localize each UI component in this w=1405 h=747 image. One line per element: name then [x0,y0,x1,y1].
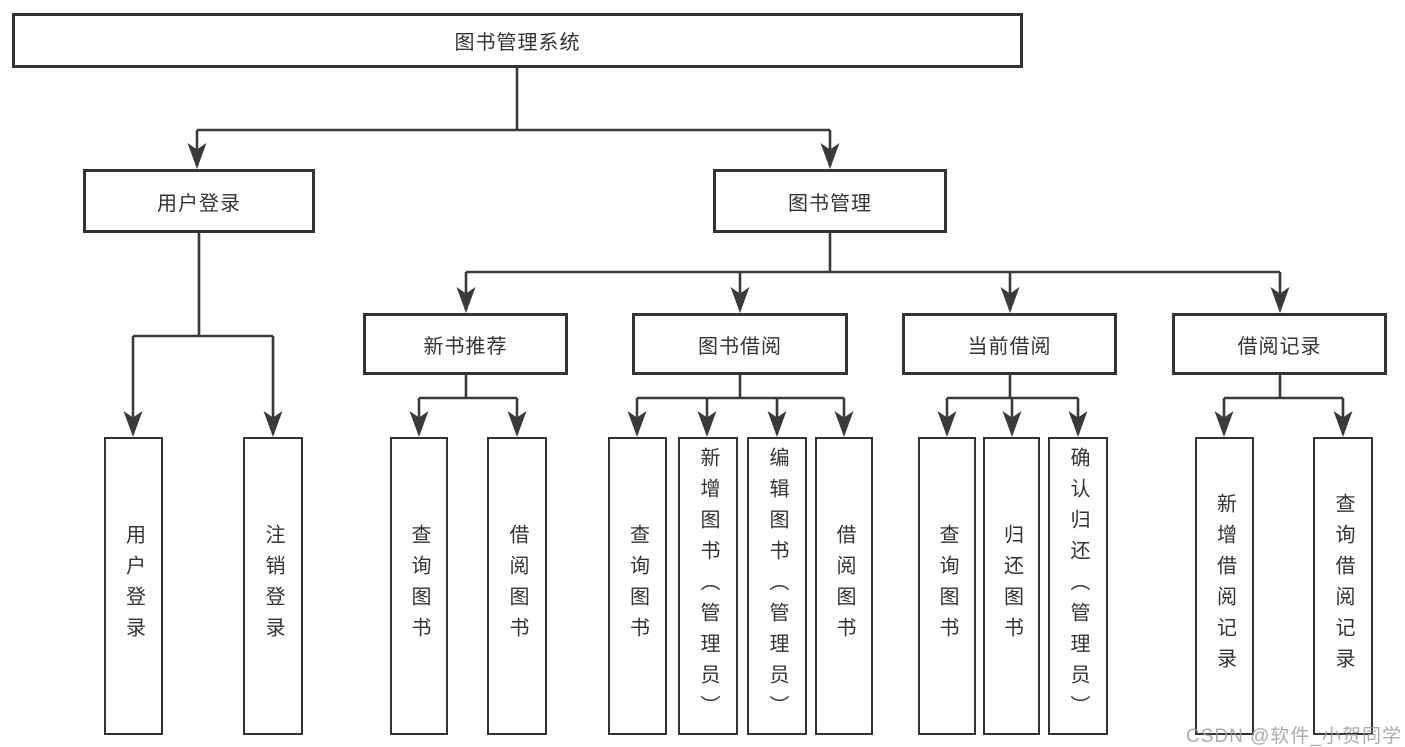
leaf-logout: 注销登录 [243,437,303,735]
leaf-label: 用户登录 [122,524,145,648]
leaf-label: 查询图书 [408,524,430,648]
leaf-edit-book-admin: 编辑图书（管理员） [747,437,807,735]
leaf-add-borrow-record: 新增借阅记录 [1195,437,1254,735]
leaf-user-login: 用户登录 [104,437,163,735]
leaf-borrow-book: 借阅图书 [815,437,873,735]
node-book-management: 图书管理 [713,169,947,233]
node-label: 新书推荐 [423,335,508,358]
leaf-label: 确认归还（管理员） [1067,446,1089,726]
leaf-query-book-recommend: 查询图书 [390,437,448,735]
leaf-label: 查询图书 [936,524,958,648]
leaf-query-book-borrowing: 查询图书 [608,437,667,735]
leaf-add-book-admin: 新增图书（管理员） [678,437,738,735]
leaf-label: 编辑图书（管理员） [766,446,788,726]
leaf-label: 查询借阅记录 [1332,493,1354,679]
node-current-borrowing: 当前借阅 [902,313,1117,375]
tree-edges [131,67,1345,434]
node-borrowing-records: 借阅记录 [1172,313,1387,375]
leaf-label: 归还图书 [1000,524,1023,648]
node-new-book-recommendation: 新书推荐 [363,313,568,375]
leaf-label: 新增图书（管理员） [697,446,719,726]
node-label: 图书借阅 [698,335,782,358]
node-library-management-system: 图书管理系统 [12,13,1023,68]
node-label: 当前借阅 [967,335,1052,358]
node-label: 用户登录 [157,192,241,215]
leaf-label: 借阅图书 [833,524,855,648]
leaf-borrow-book-recommend: 借阅图书 [487,437,547,735]
leaf-confirm-return-admin: 确认归还（管理员） [1048,437,1108,735]
leaf-label: 注销登录 [262,524,284,648]
leaf-query-borrow-record: 查询借阅记录 [1313,437,1373,735]
leaf-label: 借阅图书 [506,524,528,648]
leaf-label: 新增借阅记录 [1213,493,1236,679]
leaf-return-book: 归还图书 [983,437,1040,735]
node-label: 图书管理 [788,192,872,215]
leaf-query-book-current: 查询图书 [918,437,976,735]
leaf-label: 查询图书 [626,524,649,648]
node-user-login: 用户登录 [83,169,315,233]
node-book-borrowing: 图书借阅 [632,313,848,375]
node-label: 借阅记录 [1237,335,1322,358]
node-label: 图书管理系统 [454,32,581,54]
